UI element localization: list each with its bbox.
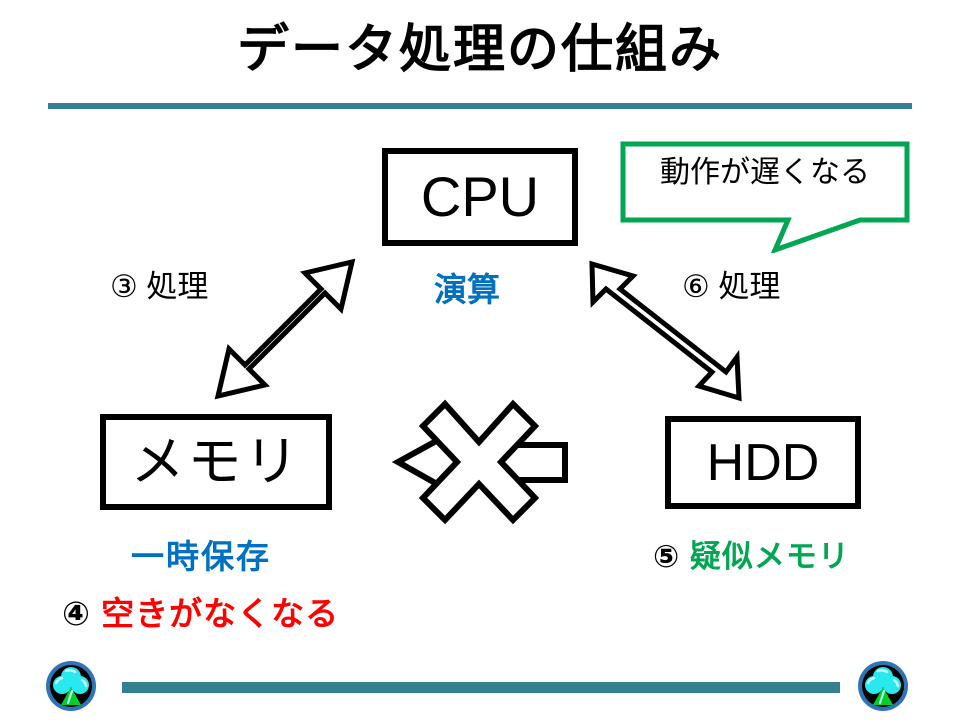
component-box-hdd[interactable]: HDD <box>665 416 861 509</box>
page-title: データ処理の仕組み <box>236 21 723 79</box>
callout-text: 動作が遅くなる <box>660 156 870 189</box>
title-divider <box>48 103 912 109</box>
annotation-step4: ④ 空きがなくなる <box>62 597 339 630</box>
component-box-cpu[interactable]: CPU <box>382 148 578 246</box>
arrow-memory-hdd-blocked <box>391 399 568 525</box>
annotation-step3: ③ 処理 <box>110 269 209 304</box>
footer-divider <box>122 682 840 693</box>
annotation-step5-text: 疑似メモリ <box>689 539 850 574</box>
annotation-step4-marker: ④ <box>62 595 91 632</box>
annotation-step6: ⑥ 処理 <box>682 269 781 304</box>
callout-shape <box>620 141 910 253</box>
annotation-step5-marker: ⑤ <box>653 539 681 574</box>
annotation-step4-text: 空きがなくなる <box>101 595 340 632</box>
annotation-cpu-role: 演算 <box>434 271 500 308</box>
tree-logo-icon <box>858 661 908 711</box>
component-box-memory[interactable]: メモリ <box>100 414 332 510</box>
annotation-memory-role: 一時保存 <box>131 538 271 575</box>
callout-balloon: 動作が遅くなる <box>620 141 910 253</box>
arrow-cpu-memory <box>214 258 356 400</box>
tree-logo-icon <box>46 661 96 711</box>
annotation-step5: ⑤ 疑似メモリ <box>653 541 850 572</box>
